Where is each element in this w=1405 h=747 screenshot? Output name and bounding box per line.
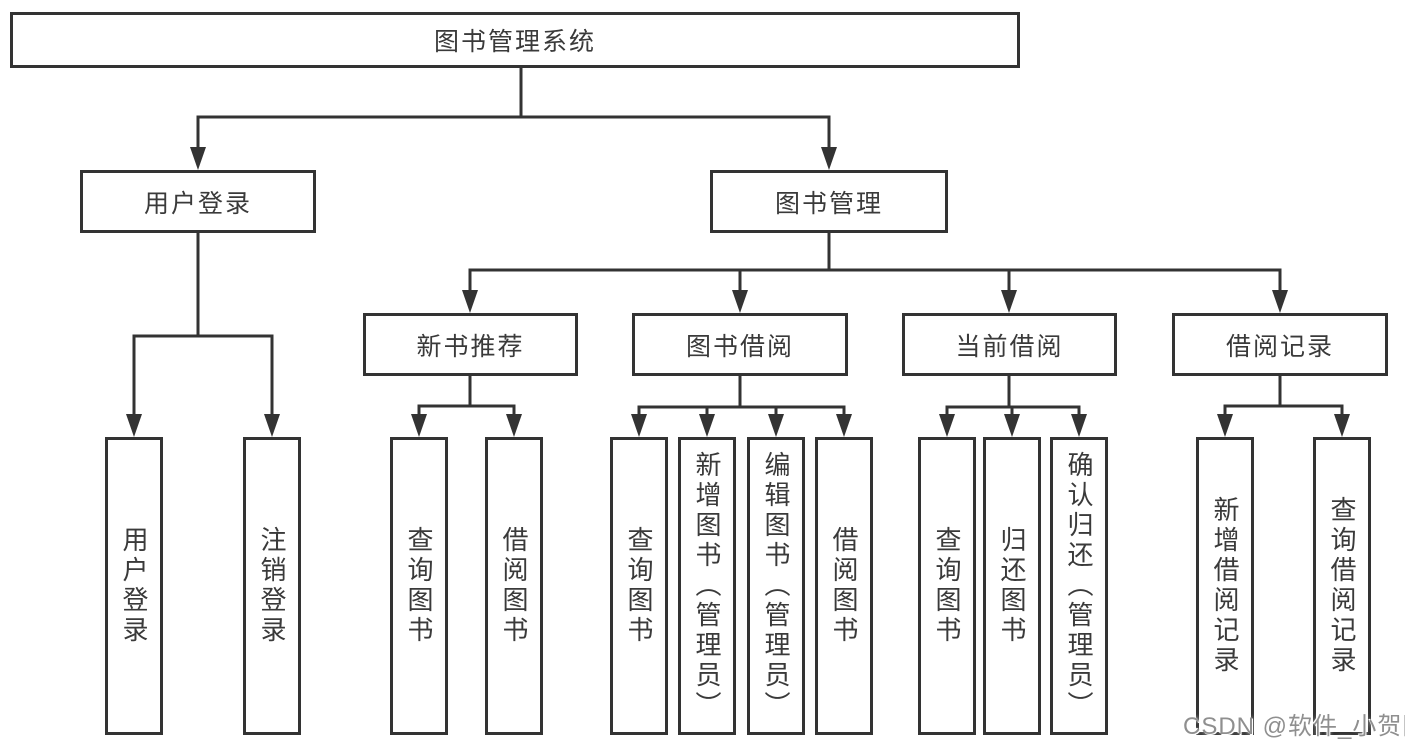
node-label: 查询图书 — [404, 526, 434, 646]
node-label: 图书借阅 — [685, 332, 794, 361]
node-leaf-return-books: 归还图书 — [983, 437, 1041, 735]
node-label: 新增图书（管理员） — [692, 451, 722, 721]
node-book-borrowing: 图书借阅 — [632, 313, 848, 376]
node-label: 图书管理 — [774, 189, 883, 218]
arrowheads — [126, 147, 1350, 437]
node-leaf-query-books-recommend: 查询图书 — [390, 437, 448, 735]
node-leaf-add-books-admin: 新增图书（管理员） — [678, 437, 736, 735]
node-new-book-recommendation: 新书推荐 — [363, 313, 578, 376]
node-label: 查询图书 — [624, 526, 654, 646]
node-label: 借阅记录 — [1225, 332, 1334, 361]
csdn-watermark: CSDN @软件_小贺同学 — [1183, 713, 1405, 740]
node-label: 注销登录 — [257, 526, 287, 646]
node-label: 查询图书 — [932, 526, 962, 646]
node-book-management-module: 图书管理 — [710, 170, 948, 233]
node-leaf-borrow-books: 借阅图书 — [815, 437, 873, 735]
node-leaf-query-borrow-record: 查询借阅记录 — [1313, 437, 1371, 735]
node-leaf-edit-books-admin: 编辑图书（管理员） — [747, 437, 805, 735]
node-label: 编辑图书（管理员） — [761, 451, 791, 721]
node-borrowing-records: 借阅记录 — [1172, 313, 1388, 376]
node-label: 新书推荐 — [416, 332, 525, 361]
node-leaf-confirm-return-admin: 确认归还（管理员） — [1050, 437, 1108, 735]
node-library-management-system: 图书管理系统 — [10, 12, 1020, 68]
node-current-borrowing: 当前借阅 — [902, 313, 1117, 376]
node-label: 当前借阅 — [955, 332, 1064, 361]
node-label: 图书管理系统 — [433, 28, 596, 56]
node-label: 确认归还（管理员） — [1064, 451, 1094, 721]
node-leaf-query-books-borrowing: 查询图书 — [610, 437, 668, 735]
node-leaf-borrow-books-recommend: 借阅图书 — [485, 437, 543, 735]
node-leaf-user-login: 用户登录 — [105, 437, 163, 735]
node-label: 用户登录 — [119, 526, 149, 646]
node-label: 新增借阅记录 — [1210, 496, 1240, 676]
node-user-login-module: 用户登录 — [80, 170, 316, 233]
node-label: 借阅图书 — [829, 526, 859, 646]
node-leaf-add-borrow-record: 新增借阅记录 — [1196, 437, 1254, 735]
node-label: 查询借阅记录 — [1327, 496, 1357, 676]
node-leaf-query-books-current: 查询图书 — [918, 437, 976, 735]
node-leaf-logout: 注销登录 — [243, 437, 301, 735]
node-label: 借阅图书 — [499, 526, 529, 646]
node-label: 归还图书 — [997, 526, 1027, 646]
node-label: 用户登录 — [143, 189, 252, 218]
